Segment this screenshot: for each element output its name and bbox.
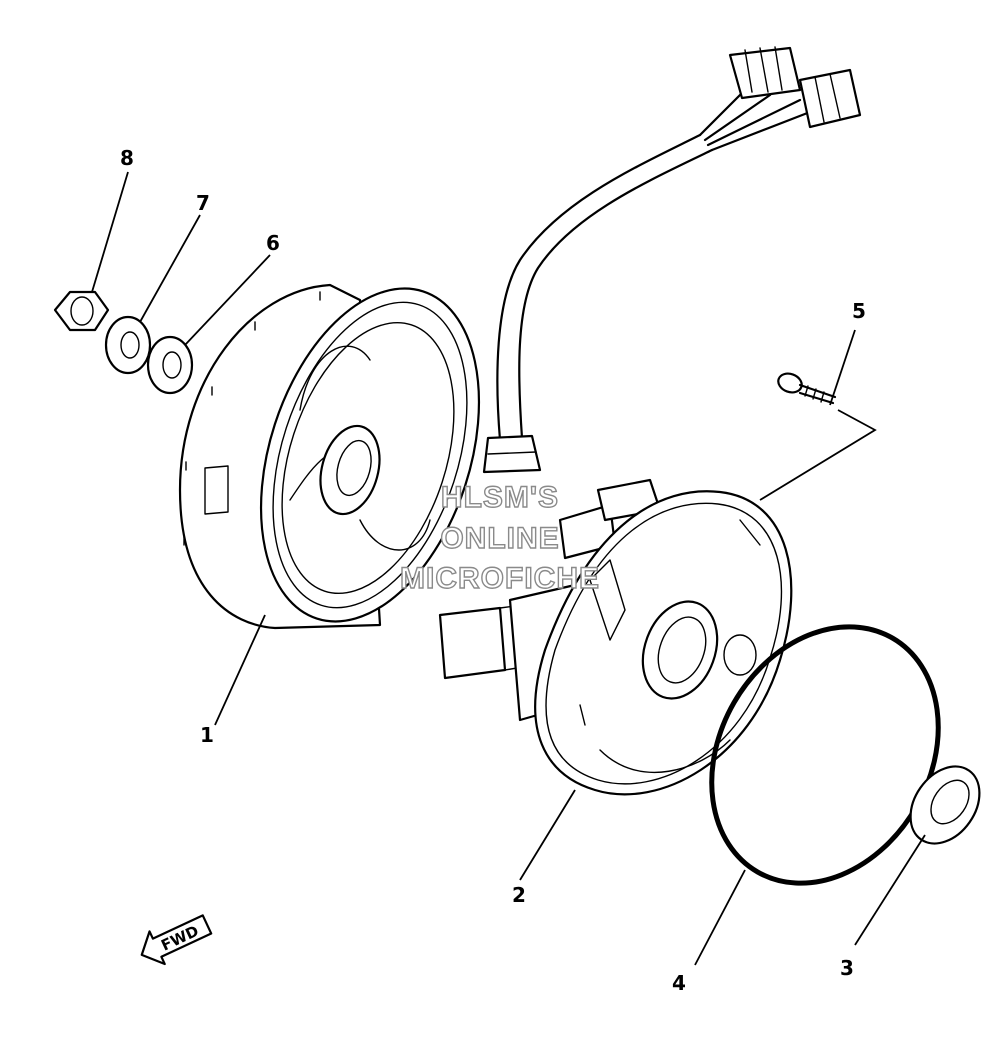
fwd-arrow-icon: FWD [140,914,213,966]
callout-1: 1 [200,723,214,747]
callout-7: 7 [196,191,210,215]
lock-washer [104,315,152,375]
nut [53,290,110,332]
oil-seal [909,765,981,845]
watermark: HLSM'S ONLINE MICROFICHE [399,480,600,595]
callout-6: 6 [266,231,280,255]
connector-left [728,46,802,100]
watermark-line-1: HLSM'S [441,481,559,514]
watermark-line-3: MICROFICHE [400,562,600,595]
watermark-line-2: ONLINE [440,522,559,555]
connector-right [798,68,862,129]
leader-lines [91,171,926,966]
callout-5: 5 [852,299,866,323]
callout-labels: 8 7 6 5 1 2 4 3 [120,146,866,995]
wire-harness [482,83,812,474]
washer [146,335,194,395]
callout-4: 4 [672,971,686,995]
rotor-flywheel [178,283,481,630]
callout-2: 2 [512,883,526,907]
screw [777,372,837,405]
callout-8: 8 [120,146,134,170]
callout-3: 3 [840,956,854,980]
